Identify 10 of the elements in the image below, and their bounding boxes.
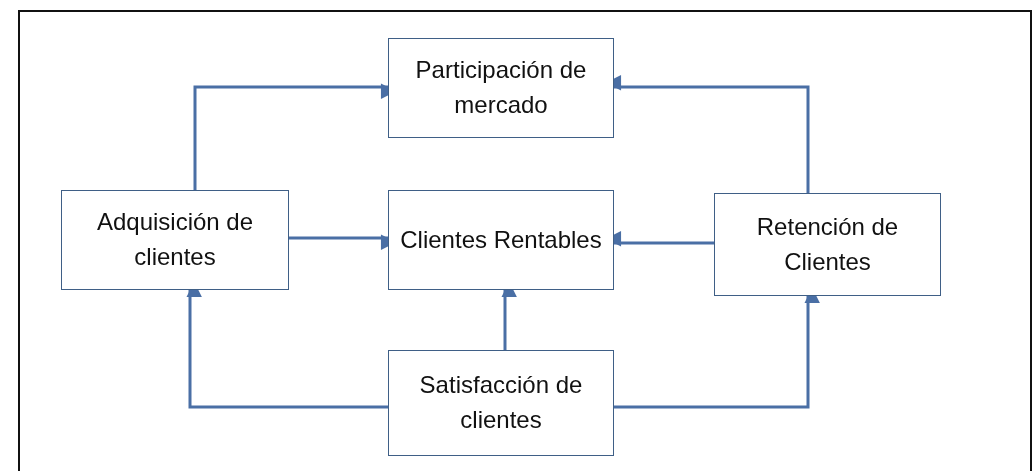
box-label: Clientes Rentables xyxy=(400,224,602,255)
box-label: Adquisición de clientes xyxy=(95,207,255,272)
box-label: Retención de Clientes xyxy=(755,211,900,277)
box-label: Satisfacción de clientes xyxy=(418,370,584,435)
process-box xyxy=(714,193,941,296)
process-box xyxy=(388,350,614,456)
process-box xyxy=(388,190,614,290)
process-box xyxy=(61,190,289,290)
box-label: Participación de mercado xyxy=(414,55,588,120)
process-box xyxy=(388,38,614,138)
